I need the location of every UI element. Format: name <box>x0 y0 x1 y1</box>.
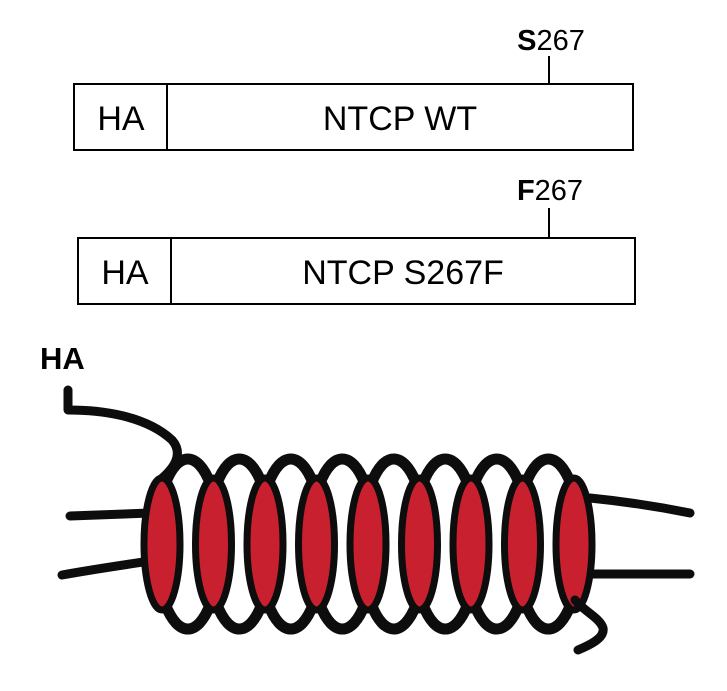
ntcp-s267f-box <box>170 237 636 305</box>
site-position-wt: 267 <box>536 25 584 57</box>
membrane-line-left-lower <box>57 556 155 580</box>
transmembrane-helix <box>398 474 441 614</box>
transmembrane-helix <box>192 474 235 614</box>
site-position-mutant: 267 <box>535 175 583 207</box>
membrane-line-right-upper <box>585 493 695 518</box>
membrane-line-left-upper <box>65 508 155 521</box>
ha-tag-label-wt: HA <box>97 100 145 138</box>
transmembrane-helix <box>346 474 390 614</box>
ha-tag-box-s267f <box>77 237 172 305</box>
site-label-s267: S267 <box>517 25 585 57</box>
construct-s267f: HA NTCP S267F F267 <box>77 175 636 305</box>
transmembrane-helices <box>140 474 596 614</box>
ntcp-wt-label: NTCP WT <box>323 100 477 138</box>
transmembrane-helix <box>295 474 338 614</box>
ntcp-wt-box <box>166 83 634 151</box>
ntcp-topology: HA <box>40 341 695 655</box>
transmembrane-helix <box>140 474 184 614</box>
ntcp-s267f-label: NTCP S267F <box>302 254 504 292</box>
topology-ha-label: HA <box>40 341 85 376</box>
site-residue-f: F <box>517 175 535 207</box>
transmembrane-helix <box>552 474 596 614</box>
transmembrane-helix <box>243 474 287 614</box>
site-residue-s: S <box>517 25 536 57</box>
transmembrane-helix <box>501 474 544 614</box>
ha-tag-label-s267f: HA <box>101 254 149 292</box>
transmembrane-helix <box>449 474 493 614</box>
ha-tag-box-wt <box>73 83 168 151</box>
c-terminal-chain <box>570 595 608 655</box>
site-label-f267: F267 <box>517 175 583 207</box>
construct-wt: HA NTCP WT S267 <box>73 25 634 151</box>
n-terminal-chain <box>63 385 182 485</box>
